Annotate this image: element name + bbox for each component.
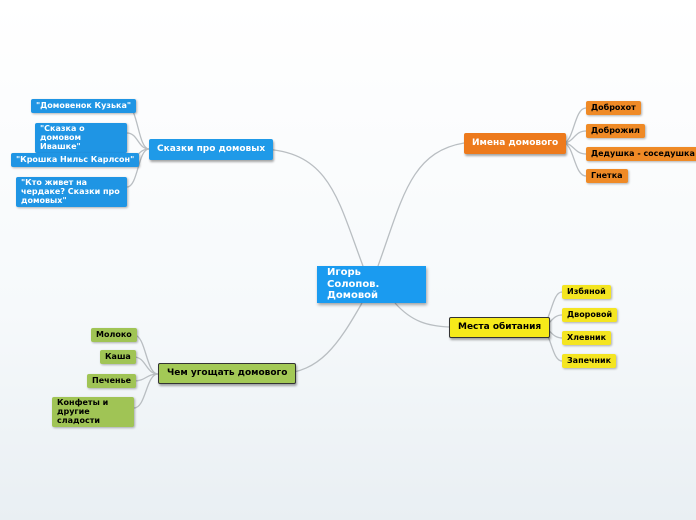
treats-item-label: Молоко (96, 330, 132, 340)
places-item-2[interactable]: Дворовой (562, 308, 618, 322)
connector-center-places (394, 302, 450, 328)
tales-item-label: "Сказка о домовом Ивашке" (40, 124, 85, 152)
connector-tales-leaf (126, 148, 150, 188)
names-item-label: Доброжил (591, 126, 640, 136)
connector-treats-leaf (133, 373, 159, 409)
places-item-1[interactable]: Избяной (562, 285, 611, 299)
names-item-2[interactable]: Доброжил (586, 124, 645, 138)
treats-item-label: Конфеты и другие сладости (57, 398, 109, 426)
treats-item-1[interactable]: Молоко (91, 328, 137, 342)
connector-center-names (377, 142, 465, 267)
treats-item-label: Печенье (92, 376, 132, 386)
branch-places[interactable]: Места обитания (449, 317, 551, 338)
connector-tales-leaf (126, 132, 150, 150)
tales-item-label: "Кто живет на чердаке? Сказки про домовы… (21, 178, 120, 206)
names-item-3[interactable]: Дедушка - соседушка (586, 147, 696, 161)
treats-item-4[interactable]: Конфеты и другие сладости (52, 397, 134, 427)
central-topic-label: Игорь Солопов. Домовой (327, 267, 380, 302)
branch-treats[interactable]: Чем угощать домового (158, 363, 297, 384)
places-item-label: Запечник (567, 356, 612, 366)
places-item-label: Дворовой (567, 310, 613, 320)
tales-item-2[interactable]: "Сказка о домовом Ивашке" (35, 123, 127, 153)
tales-item-label: "Домовенок Кузька" (36, 101, 132, 111)
branch-tales[interactable]: Сказки про домовых (149, 139, 274, 160)
tales-item-1[interactable]: "Домовенок Кузька" (31, 99, 137, 113)
tales-item-4[interactable]: "Кто живет на чердаке? Сказки про домовы… (16, 177, 127, 207)
treats-item-2[interactable]: Каша (100, 350, 136, 364)
tales-item-label: "Крошка Нильс Карлсон" (16, 155, 135, 165)
names-item-label: Дедушка - соседушка (591, 149, 695, 159)
branch-names[interactable]: Имена домового (464, 133, 567, 154)
places-item-label: Избяной (567, 287, 606, 297)
places-item-3[interactable]: Хлевник (562, 331, 612, 345)
names-item-label: Гнетка (591, 171, 623, 181)
names-item-label: Доброхот (591, 103, 636, 113)
branch-names-label: Имена домового (472, 138, 559, 149)
treats-item-3[interactable]: Печенье (87, 374, 137, 388)
connector-treats-leaf (133, 356, 159, 375)
branch-treats-label: Чем угощать домового (167, 368, 288, 379)
treats-item-label: Каша (105, 352, 131, 362)
connector-center-tales (262, 148, 364, 267)
central-topic[interactable]: Игорь Солопов. Домовой (317, 266, 426, 303)
connector-names-leaf (562, 142, 587, 177)
connector-names-leaf (562, 107, 587, 144)
branch-tales-label: Сказки про домовых (157, 144, 266, 155)
names-item-4[interactable]: Гнетка (586, 169, 628, 183)
connector-treats-leaf (133, 334, 159, 375)
tales-item-3[interactable]: "Крошка Нильс Карлсон" (11, 153, 140, 167)
names-item-1[interactable]: Доброхот (586, 101, 641, 115)
branch-places-label: Места обитания (458, 322, 542, 333)
places-item-4[interactable]: Запечник (562, 354, 617, 368)
places-item-label: Хлевник (567, 333, 607, 343)
